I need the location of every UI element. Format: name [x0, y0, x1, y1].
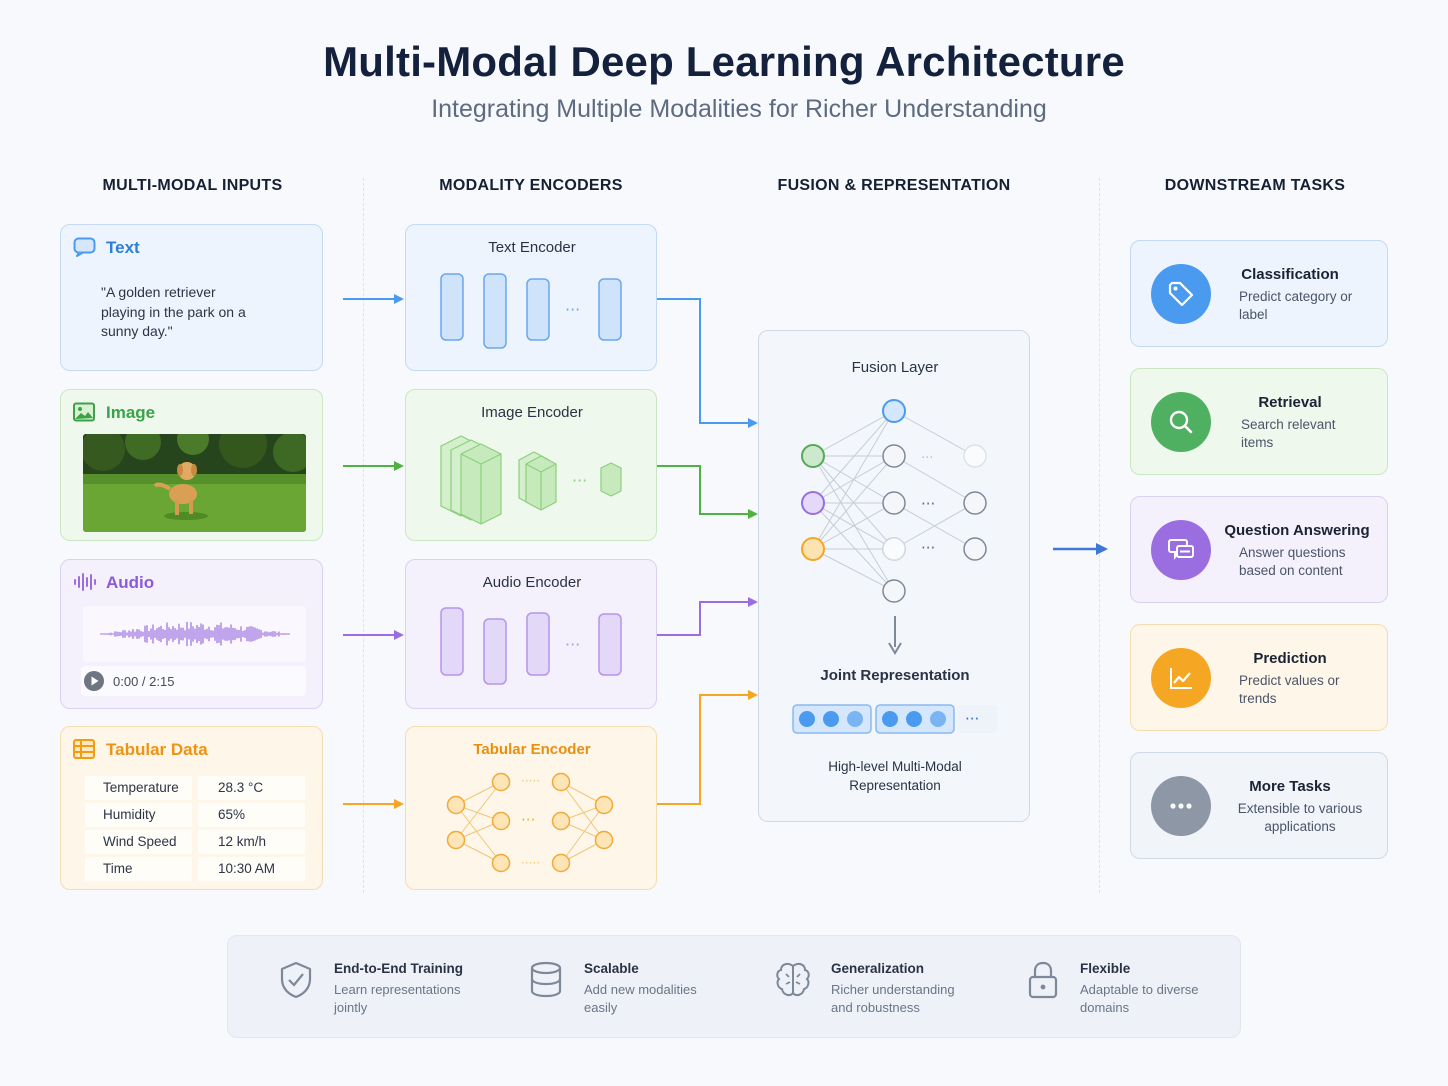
column-divider: [1099, 178, 1100, 893]
image-encoder-title: Image Encoder: [481, 404, 583, 421]
task-title: Prediction: [1253, 650, 1327, 667]
svg-text:···: ···: [965, 710, 979, 728]
fusion-card: Fusion Layer ··· ··· ··· ··· Joint Re: [758, 330, 1030, 822]
svg-text:···: ···: [921, 539, 935, 557]
page-subtitle: Integrating Multiple Modalities for Rich…: [431, 95, 1047, 123]
audio-time: 0:00 / 2:15: [113, 674, 175, 689]
column-header-fusion: FUSION & REPRESENTATION: [777, 177, 1011, 194]
joint-representation-desc: High-level Multi-Modal Representation: [828, 759, 962, 793]
task-card-question-answering[interactable]: Question Answering Answer questions base…: [1130, 496, 1388, 603]
brain-icon: [774, 960, 812, 1005]
table-key: Wind Speed: [85, 830, 192, 854]
table-row: Time 10:30 AM: [85, 857, 307, 881]
image-encoder-card: Image Encoder ···: [405, 389, 657, 541]
column-header-tasks: DOWNSTREAM TASKS: [1164, 177, 1346, 194]
task-card-prediction[interactable]: Prediction Predict values or trends: [1130, 624, 1388, 731]
trend-chart-icon: [1151, 648, 1211, 708]
fusion-layer-title: Fusion Layer: [851, 359, 939, 376]
tabular-encoder-network-icon: ··· ····· ·····: [446, 772, 614, 873]
feature-desc: Add new modalities easily: [584, 982, 697, 1015]
play-icon[interactable]: [83, 670, 105, 697]
task-desc: Extensible to various applications: [1237, 801, 1363, 834]
text-input-card: Text "A golden retriever playing in the …: [60, 224, 323, 371]
audio-player: 0:00 / 2:15: [81, 666, 306, 696]
text-encoder-card: Text Encoder ···: [405, 224, 657, 371]
feature-title: End-to-End Training: [334, 961, 463, 976]
image-encoder-conv-icon: ···: [440, 435, 622, 525]
task-desc: Predict category or label: [1239, 289, 1353, 322]
text-input-label: Text: [106, 238, 140, 257]
audio-input-label: Audio: [106, 573, 155, 592]
table-key: Temperature: [85, 776, 192, 800]
task-title: Retrieval: [1258, 394, 1322, 411]
table-value: 28.3 °C: [198, 776, 305, 800]
database-icon: [528, 961, 564, 1004]
svg-text:·····: ·····: [521, 774, 540, 788]
audio-encoder-title: Audio Encoder: [482, 574, 582, 591]
feature-title: Generalization: [831, 961, 925, 976]
svg-text:·····: ·····: [521, 856, 540, 870]
text-encoder-title: Text Encoder: [488, 239, 576, 256]
table-value: 10:30 AM: [198, 857, 305, 881]
column-header-encoders: MODALITY ENCODERS: [439, 177, 623, 194]
image-icon: [73, 402, 95, 427]
feature-title: Scalable: [584, 961, 639, 976]
audio-encoder-layers-icon: ···: [440, 607, 622, 685]
table-value: 65%: [198, 803, 305, 827]
image-input-card: Image: [60, 389, 323, 541]
tabular-encoder-title: Tabular Encoder: [473, 741, 591, 758]
svg-text:···: ···: [565, 635, 580, 654]
feature-desc: Adaptable to diverse domains: [1080, 982, 1199, 1015]
task-desc: Predict values or trends: [1239, 673, 1340, 706]
task-card-more[interactable]: More Tasks Extensible to various applica…: [1130, 752, 1388, 859]
dog-photo: [83, 434, 306, 532]
shield-icon: [278, 960, 314, 1005]
feature-desc: Richer understanding and robustness: [831, 982, 955, 1015]
audio-encoder-card: Audio Encoder ···: [405, 559, 657, 709]
more-icon: [1151, 776, 1211, 836]
svg-text:···: ···: [565, 300, 580, 319]
svg-text:···: ···: [921, 451, 933, 466]
search-icon: [1151, 392, 1211, 452]
fusion-network-icon: ··· ··· ··· ···: [792, 399, 997, 734]
joint-representation-title: Joint Representation: [820, 667, 970, 684]
lock-icon: [1026, 960, 1060, 1005]
table-value: 12 km/h: [198, 830, 305, 854]
speech-bubble-icon: [73, 237, 97, 262]
page-title: Multi-Modal Deep Learning Architecture: [323, 38, 1125, 85]
svg-text:···: ···: [521, 811, 535, 829]
waveform-icon: [73, 572, 97, 597]
task-card-retrieval[interactable]: Retrieval Search relevant items: [1130, 368, 1388, 475]
table-key: Humidity: [85, 803, 192, 827]
tag-icon: [1151, 264, 1211, 324]
table-row: Wind Speed 12 km/h: [85, 830, 307, 854]
tabular-encoder-card: Tabular Encoder ··· ····· ·····: [405, 726, 657, 890]
tabular-input-card: Tabular Data Temperature 28.3 °C Humidit…: [60, 726, 323, 890]
chat-icon: [1151, 520, 1211, 580]
task-title: Classification: [1241, 266, 1339, 283]
feature-title: Flexible: [1080, 961, 1131, 976]
task-desc: Answer questions based on content: [1239, 545, 1346, 578]
tabular-input-label: Tabular Data: [106, 740, 208, 759]
column-divider: [363, 178, 364, 893]
table-key: Time: [85, 857, 192, 881]
image-input-label: Image: [106, 403, 156, 422]
svg-text:···: ···: [921, 495, 935, 513]
audio-waveform: [83, 606, 306, 662]
column-header-inputs: MULTI-MODAL INPUTS: [102, 177, 283, 194]
table-row: Temperature 28.3 °C: [85, 776, 307, 800]
task-title: More Tasks: [1249, 778, 1331, 795]
task-title: Question Answering: [1224, 522, 1370, 539]
feature-desc: Learn representations jointly: [334, 982, 461, 1015]
table-row: Humidity 65%: [85, 803, 307, 827]
audio-input-card: Audio 0:00 / 2:15: [60, 559, 323, 709]
table-icon: [73, 739, 95, 764]
task-card-classification[interactable]: Classification Predict category or label: [1130, 240, 1388, 347]
svg-text:···: ···: [572, 471, 587, 490]
features-bar: End-to-End Training Learn representation…: [227, 935, 1241, 1038]
text-encoder-layers-icon: ···: [440, 273, 622, 349]
text-input-quote: "A golden retriever playing in the park …: [101, 284, 246, 339]
task-desc: Search relevant items: [1241, 417, 1336, 450]
